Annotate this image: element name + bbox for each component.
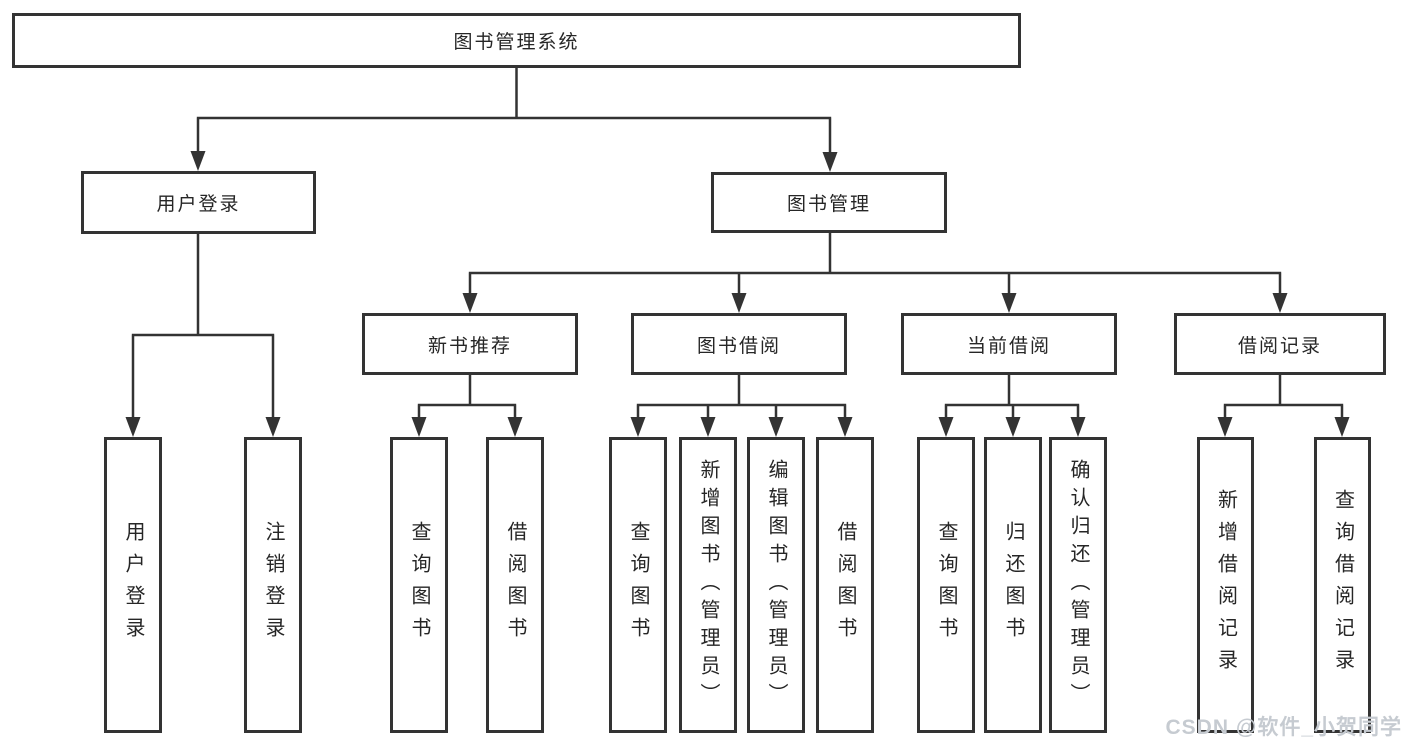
- leaf-query-books-borrowing: 查询图书: [609, 437, 667, 733]
- leaf-return-books: 归还图书: [984, 437, 1042, 733]
- connector-user-login-group: [131, 234, 275, 424]
- node-new-book-recommend: 新书推荐: [362, 313, 578, 375]
- connector-book-borrow-group: [636, 375, 847, 424]
- node-library-system: 图书管理系统: [12, 13, 1021, 68]
- leaf-add-borrow-record: 新增借阅记录: [1197, 437, 1254, 733]
- node-current-borrowing: 当前借阅: [901, 313, 1117, 375]
- leaf-user-login: 用户登录: [104, 437, 162, 733]
- connector-book-mgmt-group: [468, 233, 1282, 300]
- connector-borrow-records-group: [1223, 375, 1344, 424]
- node-user-login: 用户登录: [81, 171, 316, 234]
- connector-current-borrow-group: [944, 375, 1080, 424]
- leaf-borrow-books-borrowing: 借阅图书: [816, 437, 874, 733]
- node-borrowing-records: 借阅记录: [1174, 313, 1386, 375]
- leaf-confirm-return-admin: 确认归还（管理员）: [1049, 437, 1107, 733]
- leaf-add-book-admin: 新增图书（管理员）: [679, 437, 737, 733]
- node-book-borrowing: 图书借阅: [631, 313, 847, 375]
- connector-new-book-group: [417, 375, 517, 424]
- leaf-query-books-recommend: 查询图书: [390, 437, 448, 733]
- leaf-borrow-books-recommend: 借阅图书: [486, 437, 544, 733]
- leaf-edit-book-admin: 编辑图书（管理员）: [747, 437, 805, 733]
- leaf-logout: 注销登录: [244, 437, 302, 733]
- leaf-query-borrow-record: 查询借阅记录: [1314, 437, 1371, 733]
- csdn-watermark: CSDN @软件_小贺同学: [1165, 716, 1402, 739]
- connector-root: [196, 68, 832, 158]
- leaf-query-books-current: 查询图书: [917, 437, 975, 733]
- node-book-management: 图书管理: [711, 172, 947, 233]
